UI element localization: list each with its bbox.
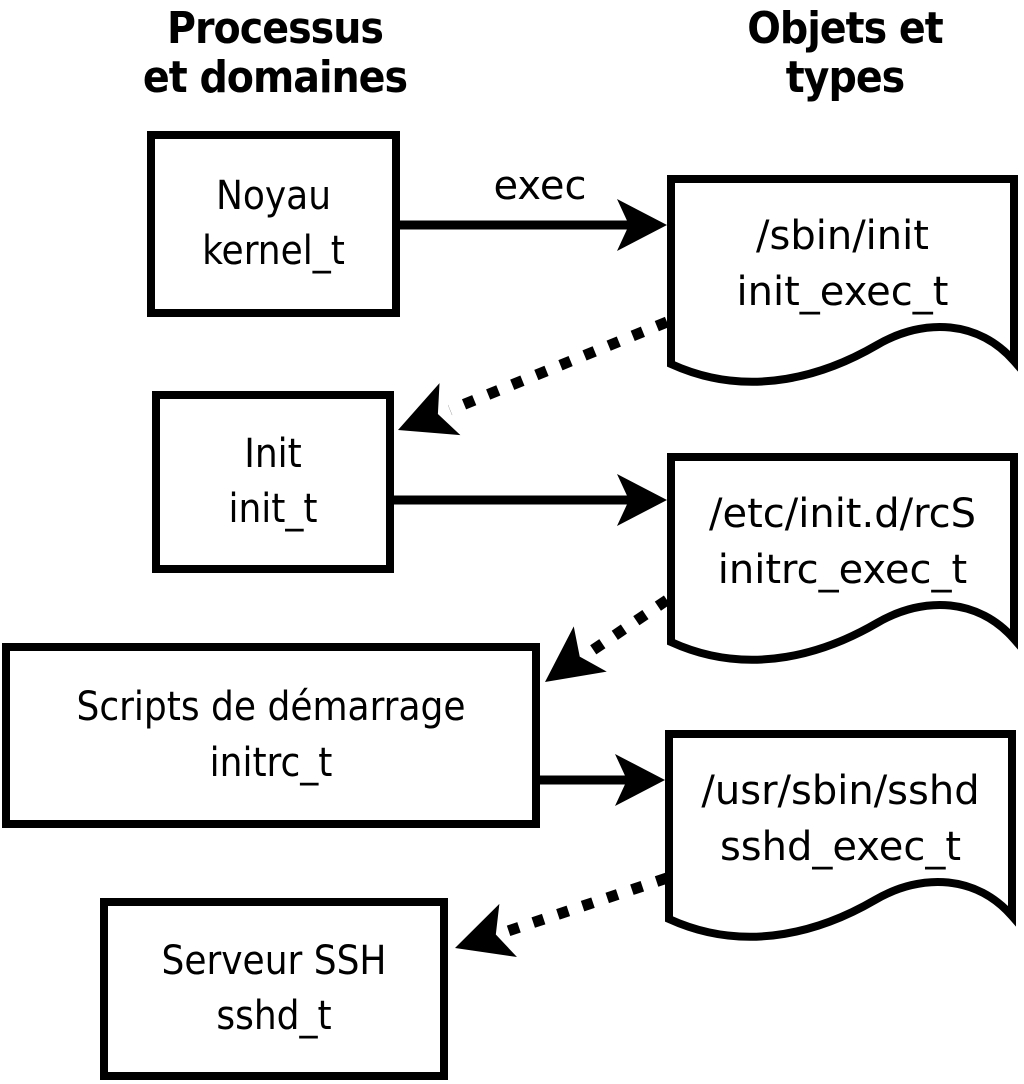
document-shape-init-exec [667, 175, 1018, 386]
process-box-initrc: Scripts de démarrage initrc_t [2, 643, 540, 828]
arrow-init-to-initrc-exec [390, 474, 667, 526]
process-domain: sshd_t [216, 993, 332, 1039]
doc-path: /usr/sbin/sshd [701, 768, 980, 815]
dotted-arrow-initrc-exec-to-initrc [545, 595, 671, 682]
arrow-kernel-to-init-exec [396, 199, 667, 251]
process-box-kernel: Noyau kernel_t [147, 131, 400, 317]
doc-type: init_exec_t [736, 268, 949, 315]
doc-path: /sbin/init [756, 213, 929, 260]
process-name: Noyau [215, 172, 332, 219]
process-domain: initrc_t [209, 739, 333, 786]
process-box-init: Init init_t [152, 391, 394, 573]
doc-label-init-exec: /sbin/init init_exec_t [677, 192, 1008, 337]
process-name: Serveur SSH [161, 937, 387, 984]
doc-type: sshd_exec_t [719, 823, 962, 870]
column-header-processes: Processus et domaines [142, 3, 408, 104]
process-domain: kernel_t [202, 228, 345, 274]
arrow-initrc-to-sshd-exec [536, 754, 665, 806]
process-name: Init [244, 430, 302, 477]
dotted-arrow-sshd-exec-to-sshd [455, 872, 669, 958]
doc-type: initrc_exec_t [717, 546, 968, 593]
dotted-arrow-init-exec-to-init [398, 316, 670, 436]
process-box-sshd: Serveur SSH sshd_t [100, 898, 448, 1080]
exec-arrow-label: exec [493, 163, 587, 209]
process-domain: init_t [228, 486, 318, 532]
doc-label-sshd-exec: /usr/sbin/sshd sshd_exec_t [675, 747, 1006, 892]
document-shape-sshd-exec [665, 730, 1016, 941]
process-name: Scripts de démarrage [76, 684, 466, 731]
doc-label-initrc-exec: /etc/init.d/rcS initrc_exec_t [677, 470, 1008, 615]
column-header-objects: Objets et types [747, 3, 943, 104]
doc-path: /etc/init.d/rcS [708, 491, 977, 538]
document-shape-initrc-exec [667, 453, 1018, 664]
